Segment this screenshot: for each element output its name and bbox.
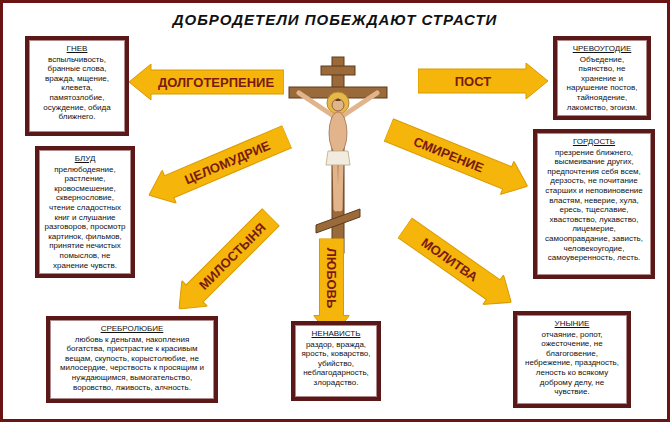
passion-heading: ЧРЕВОУГОДИЕ	[562, 44, 642, 54]
passion-box: ГОРДОСТЬпрезрение ближнего, высмеивание …	[533, 129, 655, 279]
passion-list: отчаяние, ропот, ожесточение, не благого…	[522, 330, 622, 397]
passion-list: Объедение, пьянство, не хранение и наруш…	[562, 55, 642, 113]
passion-list: вспыльчивость, бранные слова, вражда, мщ…	[34, 55, 120, 122]
virtue-label: ДОЛГОТЕРПЕНИЕ	[158, 76, 274, 89]
passion-list: раздор, вражда, ярость, коварство, убийс…	[300, 340, 372, 388]
cross	[289, 57, 387, 253]
passion-box: ГНЕВвспыльчивость, бранные слова, вражда…	[25, 36, 129, 136]
virtue-label: МИЛОСТЫНЯ	[196, 220, 267, 291]
christ-figure	[299, 92, 377, 209]
passion-heading: ГОРДОСТЬ	[542, 137, 646, 147]
virtue-arrow: МИЛОСТЫНЯ	[166, 204, 283, 321]
passion-heading: БЛУД	[44, 154, 126, 164]
virtue-arrow: ПОСТ	[418, 63, 548, 99]
passion-list: прелюбодеяние, растление, кровосмешение,…	[44, 165, 126, 271]
arrow-fill	[382, 113, 535, 203]
passion-list: любовь к деньгам, накопления богатства, …	[55, 335, 209, 393]
passion-heading: СРЕБРОЛЮБИЕ	[55, 324, 209, 334]
passion-box: ЧРЕВОУГОДИЕОбъедение, пьянство, не хране…	[553, 36, 651, 120]
passion-box: СРЕБРОЛЮБИЕлюбовь к деньгам, накопления …	[46, 316, 218, 403]
virtue-arrow: ДОЛГОТЕРПЕНИЕ	[129, 64, 284, 100]
arrow-fill	[129, 64, 284, 100]
passion-list: презрение ближнего, высмеивание других, …	[542, 148, 646, 263]
arrow-fill	[142, 120, 294, 212]
diagram-title: ДОБРОДЕТЕЛИ ПОБЕЖДАЮТ СТРАСТИ	[3, 11, 667, 28]
passion-box: НЕНАВИСТЬраздор, вражда, ярость, коварст…	[291, 321, 381, 401]
passion-heading: УНЫНИЕ	[522, 319, 622, 329]
passion-heading: НЕНАВИСТЬ	[300, 329, 372, 339]
arrow-fill	[166, 204, 283, 321]
passion-box: БЛУДпрелюбодеяние, растление, кровосмеше…	[35, 146, 135, 278]
virtue-label: ЛЮБОВЬ	[325, 248, 338, 309]
virtue-arrow: МОЛИТВА	[394, 213, 521, 317]
virtue-label: ПОСТ	[455, 75, 491, 88]
passion-box: УНЫНИЕотчаяние, ропот, ожесточение, не б…	[513, 311, 631, 408]
passion-heading: ГНЕВ	[34, 44, 120, 54]
arrow-fill	[418, 63, 548, 99]
virtue-arrow: ЦЕЛОМУДРИЕ	[142, 120, 294, 212]
virtue-arrow: СМИРЕНИЕ	[382, 113, 535, 203]
arrow-fill	[394, 213, 521, 317]
